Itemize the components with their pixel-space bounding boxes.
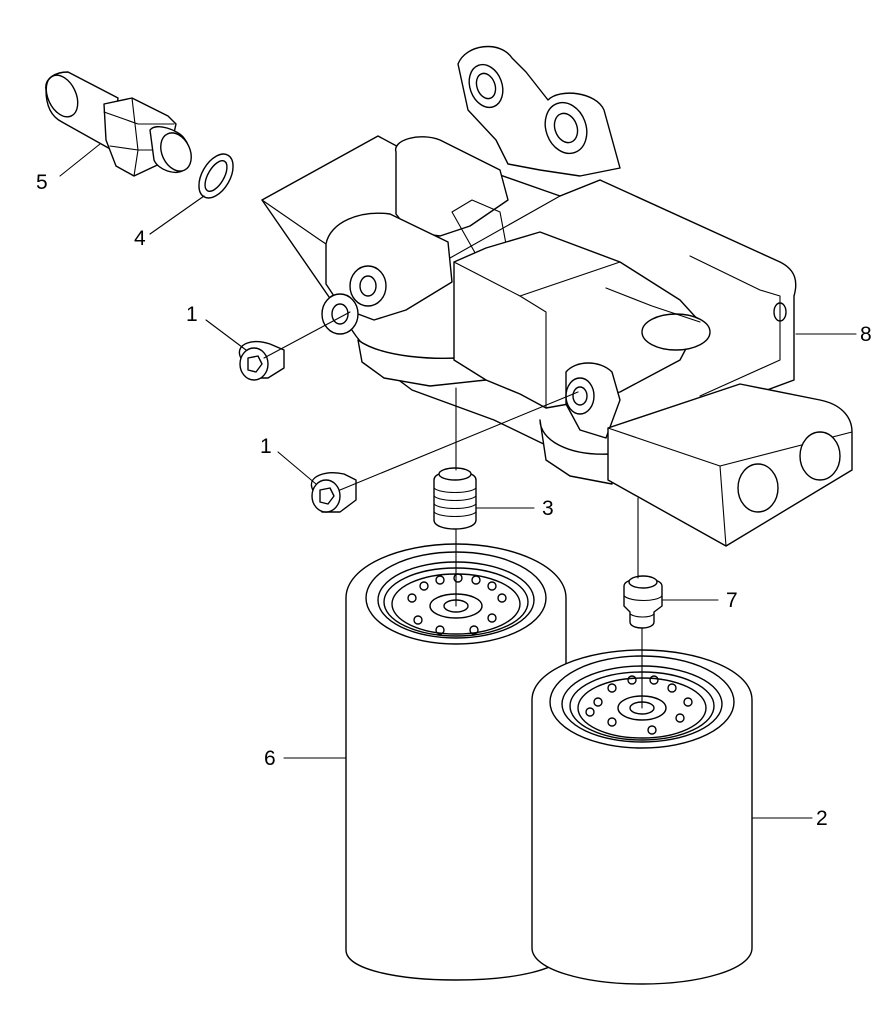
callout-1-lower: 1: [260, 435, 272, 458]
part-7-nipple: [623, 575, 663, 629]
part-8-filter-head: [261, 45, 853, 547]
leader-lines: [59, 143, 857, 819]
part-5-fitting: [45, 71, 192, 177]
assembly-axis-lines: [263, 311, 643, 709]
part-3-nipple: [433, 467, 477, 530]
part-1-plug-upper: [238, 340, 285, 381]
callout-1-upper: 1: [186, 303, 198, 326]
callout-4: 4: [134, 227, 146, 250]
part-1-plug-lower: [310, 472, 357, 513]
callout-7: 7: [726, 589, 738, 612]
callout-2: 2: [816, 807, 828, 830]
callout-6: 6: [264, 747, 276, 770]
part-4-washer: [198, 153, 234, 199]
callout-5: 5: [36, 171, 48, 194]
callout-8: 8: [860, 323, 872, 346]
callout-3: 3: [542, 497, 554, 520]
